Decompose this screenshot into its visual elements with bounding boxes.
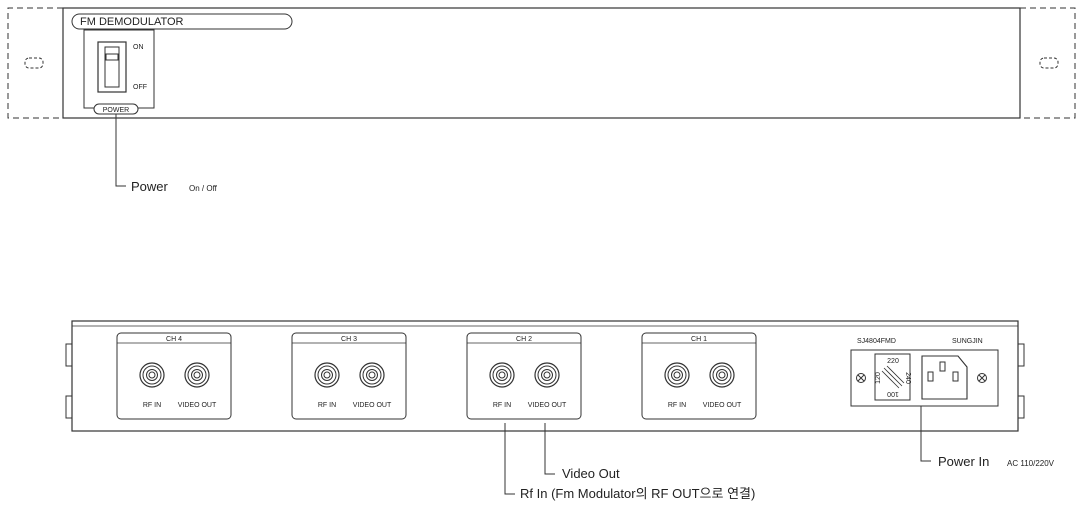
power-in-callout-sub: AC 110/220V [1007,459,1055,468]
channel-label: CH 1 [691,336,707,343]
rf-in-callout-text: Rf In (Fm Modulator의 RF OUT으로 연결) [520,486,755,501]
switch-off-label: OFF [133,84,147,91]
voltage-selector[interactable]: 220 100 240 120 [874,353,911,401]
video-out-connector[interactable] [709,362,735,388]
video-out-label: VIDEO OUT [353,402,392,409]
video-out-label: VIDEO OUT [528,402,567,409]
channel-label: CH 4 [166,336,182,343]
front-panel: FM DEMODULATOR ON OFF POWER [7,7,1076,119]
rf-in-label: RF IN [668,402,686,409]
voltage-100: 100 [887,390,899,397]
video-out-connector[interactable] [184,362,210,388]
voltage-220: 220 [887,358,899,365]
mounting-hole-right [1039,57,1059,69]
video-out-label: VIDEO OUT [178,402,217,409]
video-out-connector[interactable] [359,362,385,388]
channel-block: CH 4 RF IN VIDEO OUT [116,332,232,420]
mounting-hole-left [24,57,44,69]
channel-block: CH 3 RF IN VIDEO OUT [291,332,407,420]
rf-in-connector[interactable] [489,362,515,388]
switch-on-label: ON [133,44,144,51]
brand-label: SUNGJIN [952,338,983,345]
rf-in-connector[interactable] [314,362,340,388]
power-inlet-section: SJ4804FMD SUNGJIN 220 100 240 120 [850,338,999,407]
video-out-callout: Video Out [544,423,620,481]
rf-in-callout: Rf In (Fm Modulator의 RF OUT으로 연결) [504,423,755,501]
power-label: POWER [103,107,129,114]
rf-in-connector[interactable] [139,362,165,388]
screw-icon [856,373,866,383]
video-out-callout-text: Video Out [562,466,620,481]
rf-in-label: RF IN [143,402,161,409]
power-callout-sub: On / Off [189,184,218,193]
rf-in-connector[interactable] [664,362,690,388]
screw-icon [977,373,987,383]
power-switch[interactable] [97,41,127,93]
power-callout: Power On / Off [115,114,218,194]
power-in-callout: Power In AC 110/220V [920,406,1055,469]
model-label: SJ4804FMD [857,338,896,345]
rf-in-label: RF IN [318,402,336,409]
channel-block: CH 2 RF IN VIDEO OUT [466,332,582,420]
ac-power-inlet[interactable] [921,355,968,400]
channel-label: CH 3 [341,336,357,343]
power-callout-text: Power [131,179,169,194]
voltage-120: 120 [875,372,882,384]
power-in-callout-text: Power In [938,454,989,469]
video-out-connector[interactable] [534,362,560,388]
video-out-label: VIDEO OUT [703,402,742,409]
rf-in-label: RF IN [493,402,511,409]
channel-block: CH 1 RF IN VIDEO OUT [641,332,757,420]
channel-label: CH 2 [516,336,532,343]
voltage-240: 240 [904,372,911,384]
front-panel-title: FM DEMODULATOR [80,16,184,28]
